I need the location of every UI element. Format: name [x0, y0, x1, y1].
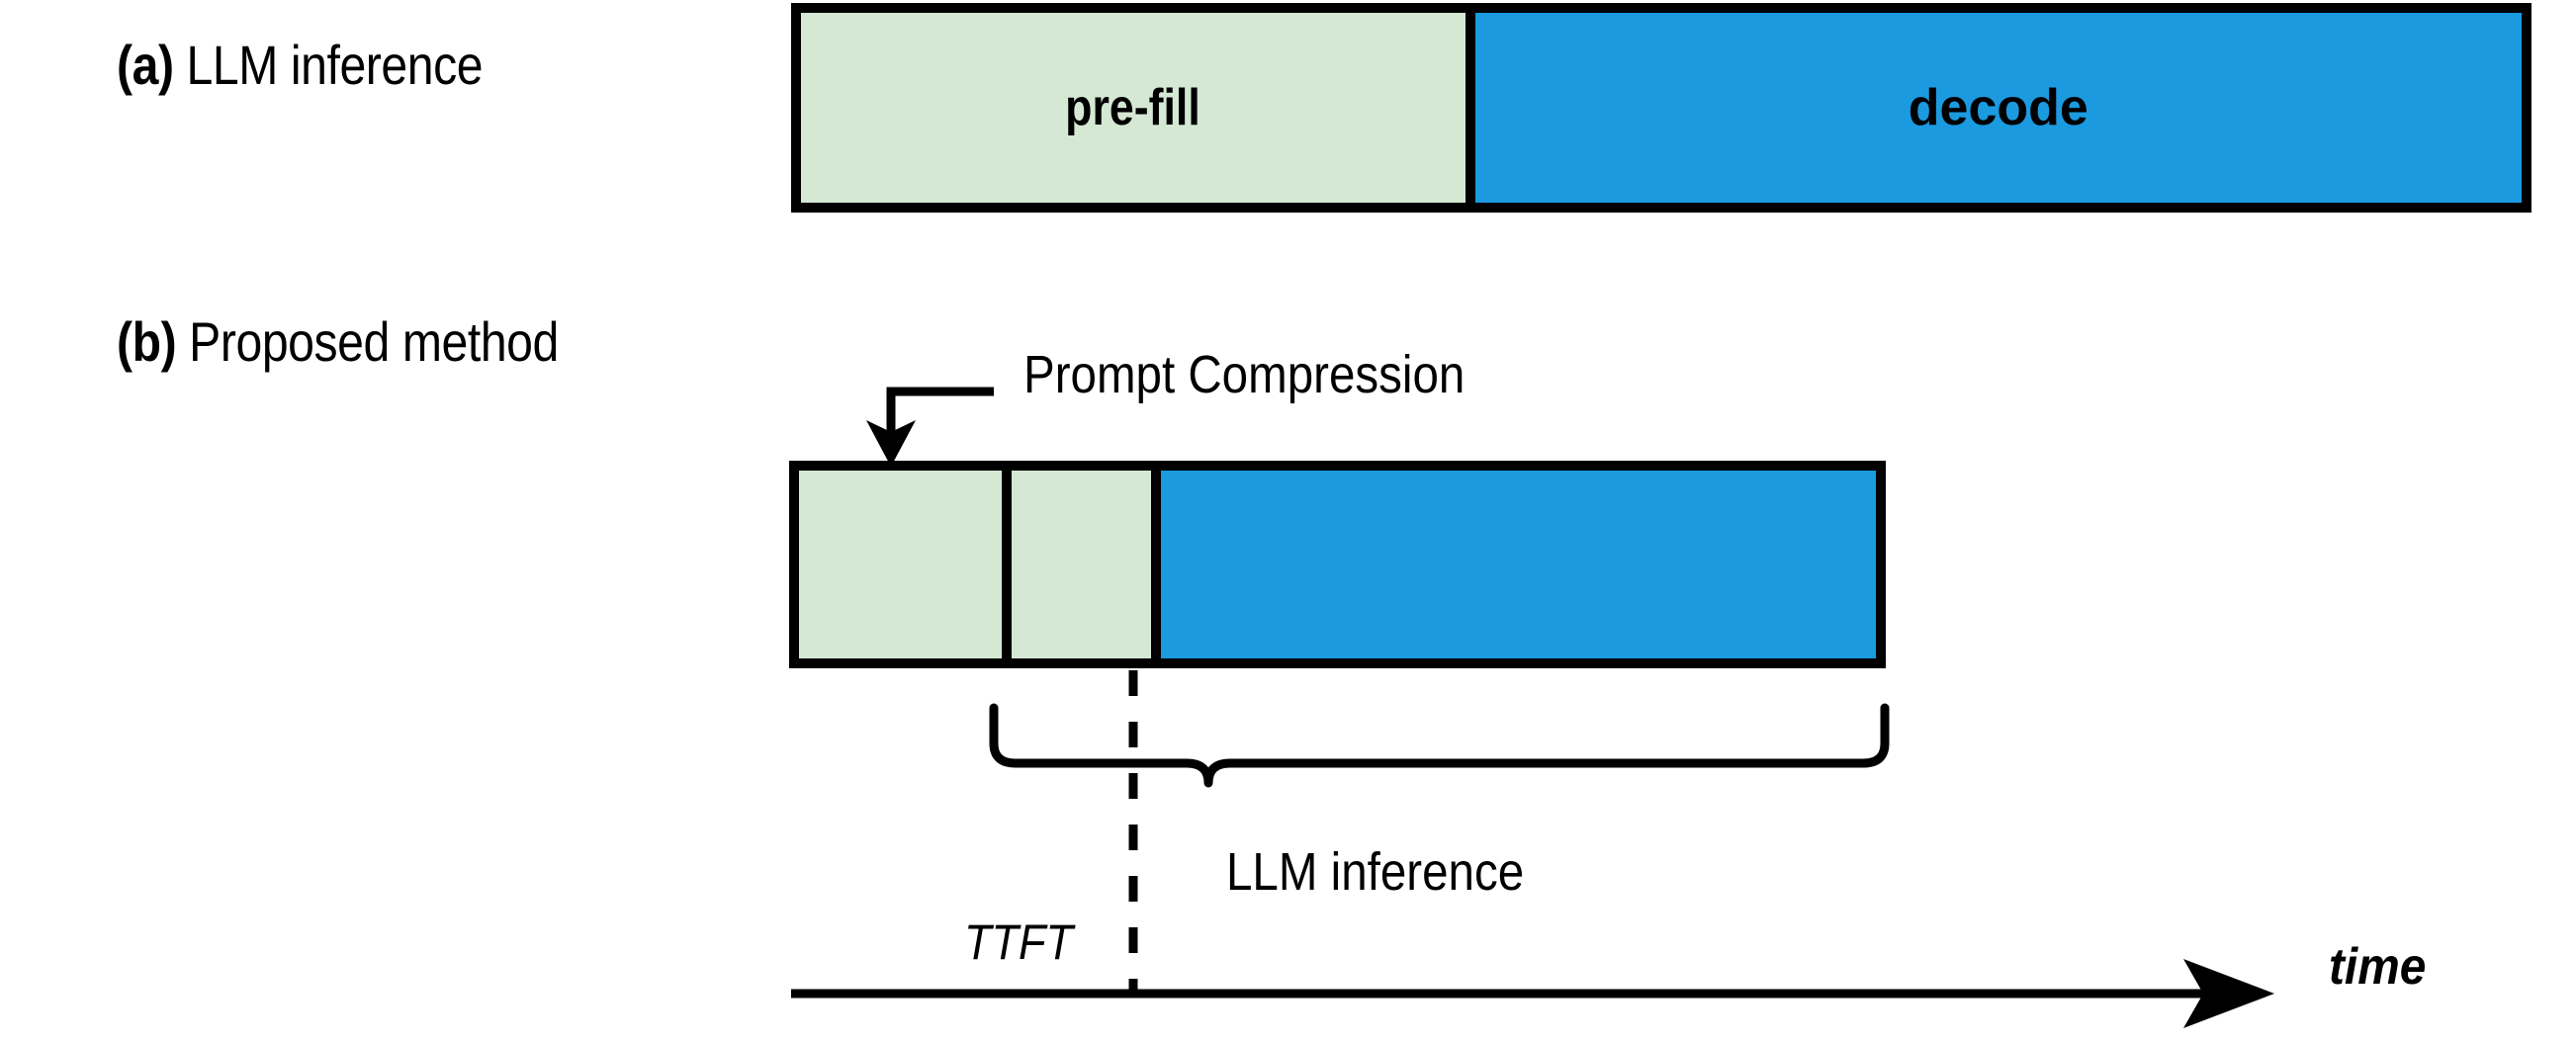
row-label-a: (a) LLM inference — [117, 38, 484, 93]
row-tag-a: (a) — [117, 34, 174, 96]
segment-prompt-compression-b — [799, 471, 1002, 658]
callout-arrow-down-icon — [866, 387, 994, 467]
row-tag-b: (b) — [117, 310, 177, 373]
row-label-text-a: LLM inference — [173, 34, 484, 96]
curly-brace-icon — [989, 703, 1890, 788]
row-label-text-b: Proposed method — [176, 310, 559, 373]
segment-decode-a: decode — [1465, 13, 2522, 203]
segment-label-decode: decode — [1908, 79, 2088, 136]
row-label-b: (b) Proposed method — [117, 314, 559, 370]
segment-pre-fill-b — [1001, 471, 1152, 658]
annotation-time-axis-label: time — [2329, 938, 2427, 996]
annotation-prompt-compression: Prompt Compression — [1023, 345, 1466, 404]
segment-label-pre-fill: pre-fill — [1065, 79, 1201, 136]
annotation-llm-inference: LLM inference — [1226, 842, 1525, 902]
timeline-bar-b — [789, 461, 1886, 668]
segment-decode-b — [1151, 471, 1876, 658]
timeline-bar-a: pre-fill decode — [791, 3, 2532, 213]
segment-pre-fill-a: pre-fill — [801, 13, 1466, 203]
annotation-ttft: TTFT — [964, 914, 1073, 970]
